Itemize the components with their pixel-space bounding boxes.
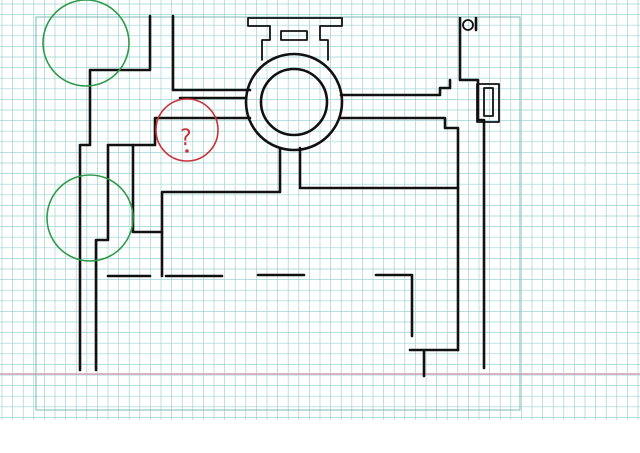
drawing-border	[35, 16, 521, 411]
wall-lower-seg-3	[374, 273, 414, 338]
wall-bottom-right	[408, 348, 460, 378]
red-highlight-circle	[155, 98, 219, 162]
green-highlight-circle-top	[42, 0, 130, 87]
wall-rotunda-south-left	[160, 146, 282, 278]
stair-circle	[462, 19, 474, 31]
wall-left-lower-inner	[94, 143, 110, 372]
wall-rotunda-south-right	[298, 146, 460, 190]
question-dot	[185, 149, 189, 153]
question-mark-annotation: ?	[180, 126, 192, 151]
floor-plan-walls	[78, 14, 500, 378]
wall-left-step	[131, 143, 164, 234]
wall-left-stub	[106, 116, 252, 147]
wall-east-corridor-top	[339, 78, 452, 97]
green-highlight-circle-middle	[46, 174, 134, 262]
graph-paper-grid	[0, 0, 640, 420]
wall-right-corridor-outer	[458, 16, 486, 370]
rotunda-outer-wall	[244, 52, 344, 152]
wall-east-corridor-bottom	[339, 116, 460, 352]
right-alcove-inner	[483, 87, 494, 117]
rotunda-inner-wall	[259, 67, 329, 137]
rotunda-top-entrance	[247, 17, 343, 61]
entrance-doorway	[280, 30, 308, 41]
wall-left-corridor-inner	[171, 14, 252, 92]
wall-left-corridor-outer	[78, 14, 152, 372]
right-alcove	[476, 83, 500, 123]
